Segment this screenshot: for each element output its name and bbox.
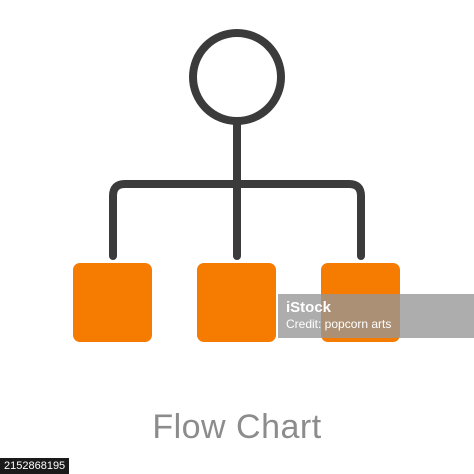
watermark-credit: Credit: popcorn arts xyxy=(286,317,392,331)
connector-branch xyxy=(109,180,365,260)
image-id-label: 2152868195 xyxy=(0,458,70,474)
caption-title: Flow Chart xyxy=(152,408,322,446)
watermark-brand: iStock xyxy=(286,299,332,316)
root-node-circle xyxy=(189,29,285,125)
child-node-left xyxy=(73,263,152,342)
child-node-middle xyxy=(197,263,276,342)
watermark-banner: iStock Credit: popcorn arts xyxy=(278,294,474,338)
